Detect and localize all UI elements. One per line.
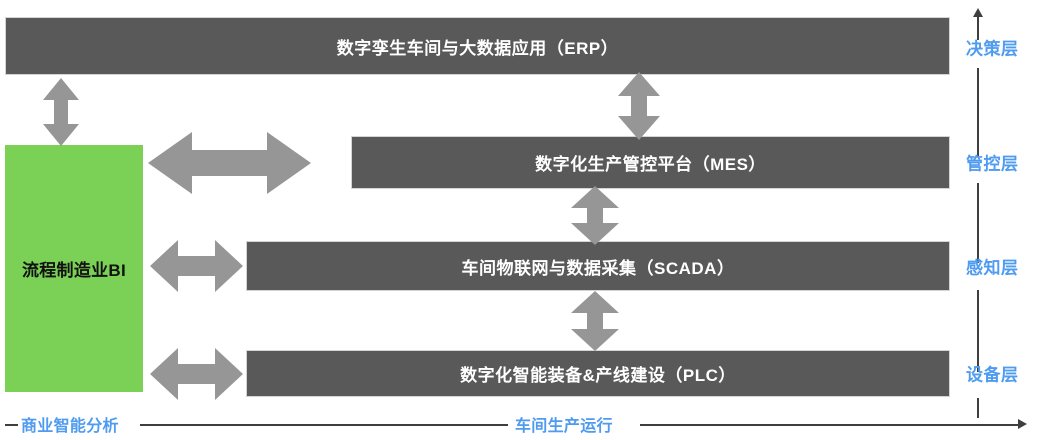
bottom-axis-arrowhead-icon bbox=[1018, 419, 1027, 429]
layer-bar-mes-label: 数字化生产管控平台（MES） bbox=[535, 155, 766, 174]
layer-bar-erp[interactable]: 数字孪生车间与大数据应用（ERP） bbox=[5, 17, 950, 75]
bottom-axis-label-bi-analysis: 商业智能分析 bbox=[18, 412, 122, 436]
tier-axis-seg-1 bbox=[977, 14, 979, 40]
double-arrow-vertical-mes-scada bbox=[571, 186, 619, 245]
double-arrow-horizontal-bi-scada bbox=[150, 240, 243, 292]
bottom-axis-label-workshop-runtime: 车间生产运行 bbox=[512, 412, 616, 436]
layer-bar-mes[interactable]: 数字化生产管控平台（MES） bbox=[351, 136, 950, 189]
layer-bar-scada-label: 车间物联网与数据采集（SCADA） bbox=[461, 258, 735, 278]
bottom-axis-seg-2 bbox=[140, 424, 508, 426]
tier-axis bbox=[973, 8, 983, 418]
tier-label-equipment: 设备层 bbox=[966, 365, 1019, 385]
tier-axis-seg-5 bbox=[977, 398, 979, 418]
layer-bar-plc-label: 数字化智能装备&产线建设（PLC） bbox=[460, 366, 736, 385]
double-arrow-horizontal-bi-mes bbox=[148, 132, 311, 194]
tier-axis-seg-4 bbox=[977, 290, 979, 372]
double-arrow-vertical-scada-plc bbox=[571, 291, 619, 351]
tier-axis-seg-3 bbox=[977, 183, 979, 263]
bi-platform-label: 流程制造业BI bbox=[21, 261, 127, 280]
bottom-axis-seg-3 bbox=[640, 424, 1021, 426]
bottom-axis-seg-1 bbox=[5, 424, 19, 426]
layer-bar-scada[interactable]: 车间物联网与数据采集（SCADA） bbox=[246, 241, 950, 291]
bi-platform-box[interactable]: 流程制造业BI bbox=[5, 145, 143, 392]
double-arrow-vertical-erp-bi bbox=[43, 78, 79, 146]
tier-axis-arrowhead-icon bbox=[973, 8, 983, 17]
tier-label-decision: 决策层 bbox=[966, 39, 1019, 59]
layer-bar-erp-label: 数字孪生车间与大数据应用（ERP） bbox=[336, 38, 619, 58]
tier-axis-seg-2 bbox=[977, 68, 979, 156]
double-arrow-horizontal-bi-plc bbox=[150, 348, 243, 400]
tier-label-control: 管控层 bbox=[966, 154, 1019, 174]
tier-label-sensing: 感知层 bbox=[966, 258, 1019, 278]
layer-bar-plc[interactable]: 数字化智能装备&产线建设（PLC） bbox=[246, 350, 950, 397]
double-arrow-vertical-erp-mes bbox=[618, 72, 660, 140]
